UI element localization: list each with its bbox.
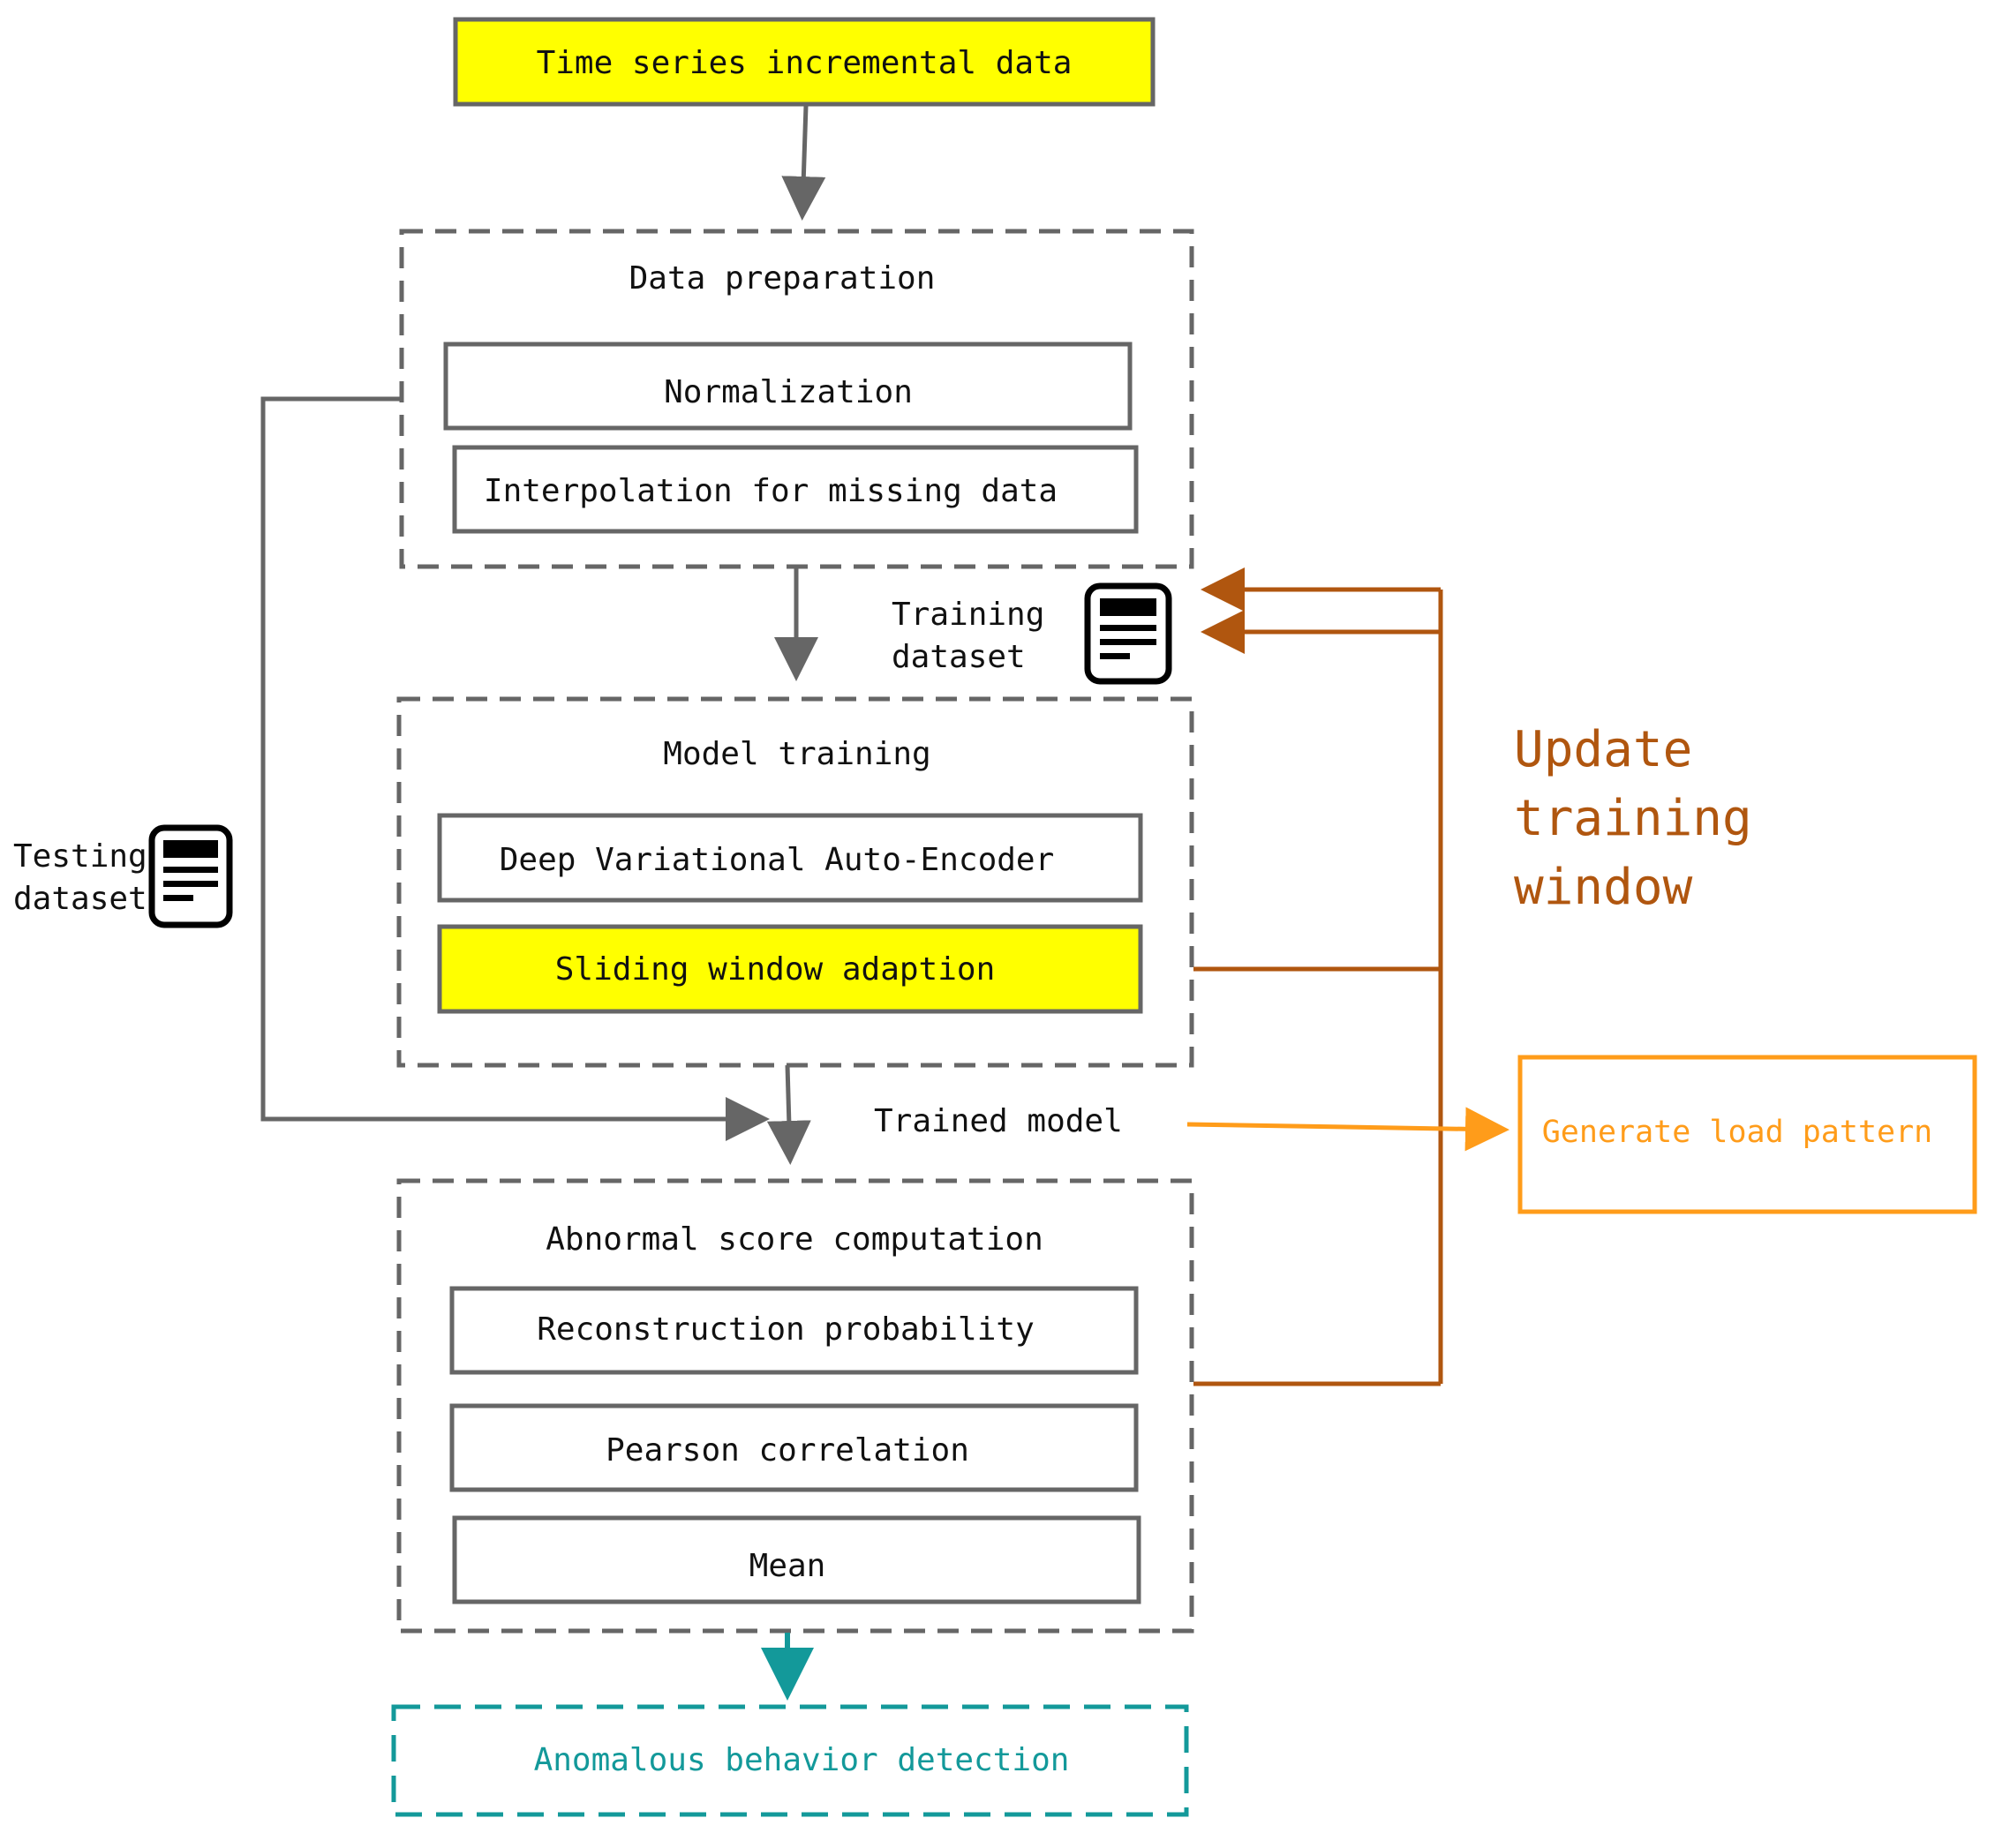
anomalous-detection-node: Anomalous behavior detection — [391, 1704, 1189, 1817]
sliding-window-node: Sliding window adaption — [437, 924, 1143, 1014]
update-window-label-3: window — [1514, 859, 1693, 916]
testing-dataset-label-1: Testing — [13, 838, 147, 875]
time-series-label: Time series incremental data — [537, 45, 1073, 81]
reconstruction-node: Reconstruction probability — [449, 1286, 1139, 1375]
abnormal-score-group: Abnormal score computation Reconstructio… — [396, 1178, 1194, 1634]
reconstruction-label: Reconstruction probability — [537, 1311, 1035, 1348]
trained-model-label: Trained model — [874, 1103, 1123, 1139]
pearson-node: Pearson correlation — [449, 1403, 1139, 1492]
pearson-label: Pearson correlation — [606, 1432, 969, 1469]
model-training-title: Model training — [663, 736, 930, 772]
mean-node: Mean — [452, 1515, 1141, 1604]
sliding-window-label: Sliding window adaption — [555, 951, 996, 988]
update-window-label-2: training — [1514, 790, 1752, 847]
anomalous-detection-label: Anomalous behavior detection — [534, 1742, 1070, 1778]
testing-dataset-line — [260, 396, 770, 1141]
abnormal-score-title: Abnormal score computation — [546, 1221, 1043, 1258]
normalization-label: Normalization — [664, 374, 913, 410]
model-training-group: Model training Deep Variational Auto-Enc… — [396, 696, 1194, 1068]
generate-load-label: Generate load pattern — [1542, 1115, 1933, 1150]
training-dataset-label-1: Training — [892, 597, 1044, 633]
mean-label: Mean — [749, 1548, 826, 1584]
arrow-to-generate-load — [1186, 1107, 1509, 1152]
generate-load-node: Generate load pattern — [1517, 1055, 1977, 1214]
arrow-timeseries-to-dataprep — [781, 105, 826, 221]
training-dataset-label-2: dataset — [892, 639, 1026, 675]
normalization-node: Normalization — [443, 342, 1133, 431]
interpolation-label: Interpolation for missing data — [484, 473, 1058, 509]
update-window-label-1: Update — [1514, 721, 1692, 778]
testing-dataset-label-2: dataset — [13, 881, 147, 917]
data-preparation-title: Data preparation — [629, 260, 936, 297]
arrow-training-to-score — [766, 1064, 811, 1165]
dvae-node: Deep Variational Auto-Encoder — [437, 813, 1143, 903]
interpolation-node: Interpolation for missing data — [452, 445, 1139, 534]
time-series-node: Time series incremental data — [453, 17, 1156, 107]
dvae-label: Deep Variational Auto-Encoder — [500, 842, 1055, 878]
update-window-loop — [1193, 567, 1443, 1386]
document-icon — [1084, 582, 1172, 685]
data-preparation-group: Data preparation Normalization Interpola… — [399, 229, 1194, 569]
document-icon — [148, 824, 233, 928]
